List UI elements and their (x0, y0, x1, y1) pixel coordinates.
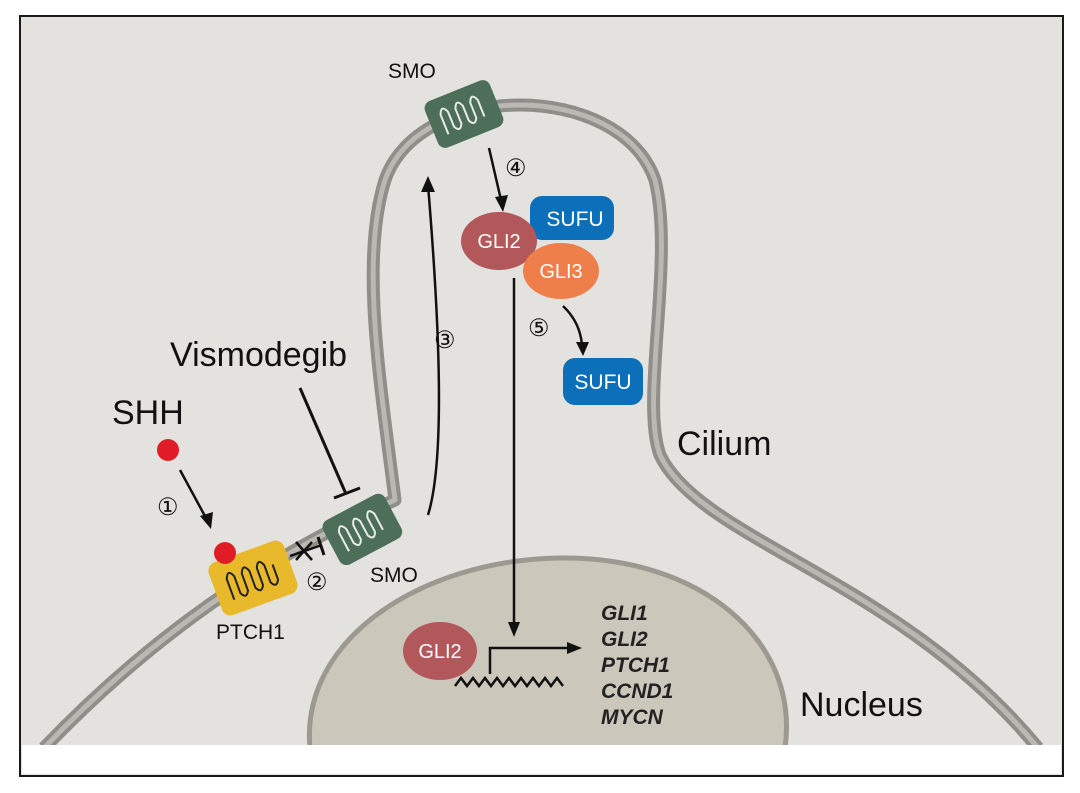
inhibition-bar-icon (333, 486, 361, 500)
target-gene: MYCN (601, 706, 664, 729)
gli2-nucleus-label: GLI2 (418, 641, 461, 663)
vismodegib-inhibition-line (298, 387, 348, 495)
target-gene-list: GLI1 GLI2 PTCH1 CCND1 MYCN (601, 602, 673, 729)
sufu-free-label: SUFU (574, 371, 631, 394)
gli2-cilium-ellipse (461, 212, 537, 270)
sufu-complex-box (530, 196, 614, 240)
sufu-complex-label: SUFU (546, 208, 603, 231)
step-5-label: ⑤ (528, 315, 550, 342)
shh-ligand-icon (157, 439, 179, 461)
cilium-transport-arrow (426, 184, 441, 516)
transcription-start-arrow (488, 646, 570, 674)
sufu-free-box (563, 358, 643, 405)
ptch1-label: PTCH1 (216, 621, 285, 644)
target-gene: PTCH1 (601, 654, 670, 677)
nucleus-label: Nucleus (800, 686, 923, 724)
sufu-release-arrow (562, 305, 584, 346)
cilium-label: Cilium (677, 425, 771, 463)
smo-receptor-bottom (322, 493, 403, 566)
gli2-cilium-label: GLI2 (477, 231, 520, 253)
step-2-label: ② (306, 569, 328, 596)
dna-helix-icon (454, 675, 564, 689)
smo-receptor-top (424, 80, 504, 148)
step-4-label: ④ (505, 155, 527, 182)
step-1-label: ① (157, 494, 179, 521)
gli3-label: GLI3 (539, 261, 582, 283)
nucleus-body (306, 555, 789, 751)
smo-top-label: SMO (388, 60, 436, 83)
target-gene: GLI2 (601, 628, 648, 651)
vismodegib-label: Vismodegib (170, 336, 347, 374)
target-gene: CCND1 (601, 680, 673, 703)
shh-label: SHH (112, 394, 184, 432)
shh-binding-arrow (178, 469, 208, 519)
gli2-nucleus-ellipse (403, 622, 477, 680)
ptch1-coil-icon (225, 560, 280, 601)
smo-bottom-coil-icon (338, 510, 384, 552)
shh-bound-icon (214, 542, 236, 564)
step-3-label: ③ (434, 327, 456, 354)
target-gene: GLI1 (601, 602, 648, 625)
smo-to-gli-arrow (487, 147, 503, 201)
ptch1-smo-inhibition-bar (316, 536, 326, 556)
gli3-ellipse (523, 243, 599, 299)
smo-bottom-label: SMO (370, 564, 418, 587)
smo-top-coil-icon (439, 95, 486, 135)
